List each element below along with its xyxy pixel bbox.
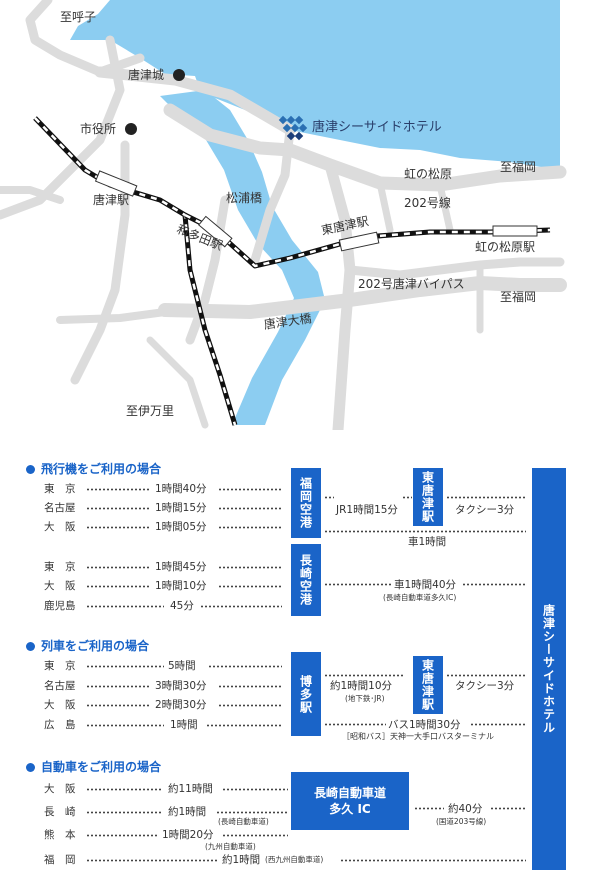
fukuoka-airport-box: 福岡空港: [291, 468, 321, 538]
route-note: (国道203号線): [436, 817, 487, 826]
travel-time: 5時間: [168, 660, 196, 672]
access-guide: 飛行機をご利用の場合 東 京 1時間40分 名古屋 1時間15分 大 阪 1時間…: [0, 440, 590, 875]
nagasaki-airport-box: 長崎空港: [291, 544, 321, 616]
origin-label: 大 阪: [44, 783, 76, 795]
car-section-title: 自動車をご利用の場合: [26, 758, 161, 775]
river: [160, 90, 325, 425]
area-map: 至呼子 唐津城 市役所 唐津シーサイドホテル 虹の松原 至福岡 202号線 唐津…: [0, 0, 590, 436]
route-note: (西九州自動車道): [265, 855, 324, 864]
taxi-time: タクシー3分: [455, 504, 515, 516]
label-hotel: 唐津シーサイドホテル: [312, 120, 442, 135]
origin-label: 熊 本: [44, 829, 76, 841]
travel-time: 1時間20分: [162, 829, 214, 841]
taxi-time: タクシー3分: [455, 680, 515, 692]
travel-time: 約1時間: [168, 806, 207, 818]
route-note: (長崎自動車道多久IC): [383, 593, 457, 602]
bullet-icon: [26, 763, 35, 772]
car-time: 車1時間40分: [394, 579, 457, 591]
label-bypass: 202号唐津バイパス: [358, 277, 465, 291]
label-to-fukuoka-2: 至福岡: [500, 290, 537, 304]
travel-time: 約11時間: [168, 783, 213, 795]
travel-time: 1時間40分: [155, 483, 207, 495]
label-karatsu-station: 唐津駅: [93, 193, 130, 207]
ic-time: 約40分: [448, 803, 483, 815]
origin-label: 東 京: [44, 561, 76, 573]
subway-time: 約1時間10分: [330, 680, 393, 692]
label-karatsu-castle: 唐津城: [128, 68, 165, 82]
travel-time: 1時間: [170, 719, 198, 731]
travel-time: 1時間10分: [155, 580, 207, 592]
origin-label: 名古屋: [44, 680, 76, 692]
plane-section-title: 飛行機をご利用の場合: [26, 460, 161, 477]
nagasaki-expressway-ic-box: 長崎自動車道 多久 IC: [291, 772, 409, 830]
label-niji-station: 虹の松原駅: [475, 240, 536, 254]
origin-label: 大 阪: [44, 699, 76, 711]
hotel-destination-bar: 唐津シーサイドホテル: [532, 468, 566, 870]
map-graphic: [0, 0, 590, 436]
origin-label: 大 阪: [44, 580, 76, 592]
travel-time: 1時間15分: [155, 502, 207, 514]
label-niji-road: 虹の松原: [404, 167, 453, 181]
origin-label: 東 京: [44, 660, 76, 672]
car-time: 車1時間: [408, 536, 447, 548]
travel-time: 約1時間: [222, 854, 261, 866]
sea: [70, 0, 560, 170]
bullet-icon: [26, 642, 35, 651]
route-note: (長崎自動車道): [218, 817, 269, 826]
travel-time: 45分: [170, 600, 194, 612]
travel-time: 2時間30分: [155, 699, 207, 711]
route-note: (九州自動車道): [205, 842, 256, 851]
label-yobuko: 至呼子: [60, 10, 97, 24]
travel-time: 3時間30分: [155, 680, 207, 692]
hotel-logo-icon: [278, 115, 308, 141]
city-hall-marker: [125, 123, 137, 135]
label-matsura-bridge: 松浦橋: [226, 191, 263, 205]
origin-label: 大 阪: [44, 521, 76, 533]
train-section-title: 列車をご利用の場合: [26, 637, 149, 654]
origin-label: 東 京: [44, 483, 76, 495]
travel-time: 1時間45分: [155, 561, 207, 573]
origin-label: 長 崎: [44, 806, 76, 818]
label-to-fukuoka-1: 至福岡: [500, 160, 537, 174]
origin-label: 鹿児島: [44, 600, 76, 612]
subway-note: (地下鉄･JR): [345, 694, 385, 703]
higashi-karatsu-box-2: 東唐津駅: [413, 656, 443, 714]
label-imari: 至伊万里: [126, 404, 175, 418]
label-route202: 202号線: [404, 196, 451, 210]
castle-marker: [173, 69, 185, 81]
higashi-karatsu-box-1: 東唐津駅: [413, 468, 443, 526]
bus-note: ［昭和バス］天神一大手口バスターミナル: [342, 732, 494, 741]
origin-label: 福 岡: [44, 854, 76, 866]
origin-label: 名古屋: [44, 502, 76, 514]
jr-time: JR1時間15分: [336, 504, 398, 516]
hakata-station-box: 博多駅: [291, 652, 321, 736]
travel-time: 1時間05分: [155, 521, 207, 533]
origin-label: 広 島: [44, 719, 76, 731]
bus-time: バス1時間30分: [388, 719, 461, 731]
label-city-hall: 市役所: [80, 122, 117, 136]
bullet-icon: [26, 465, 35, 474]
